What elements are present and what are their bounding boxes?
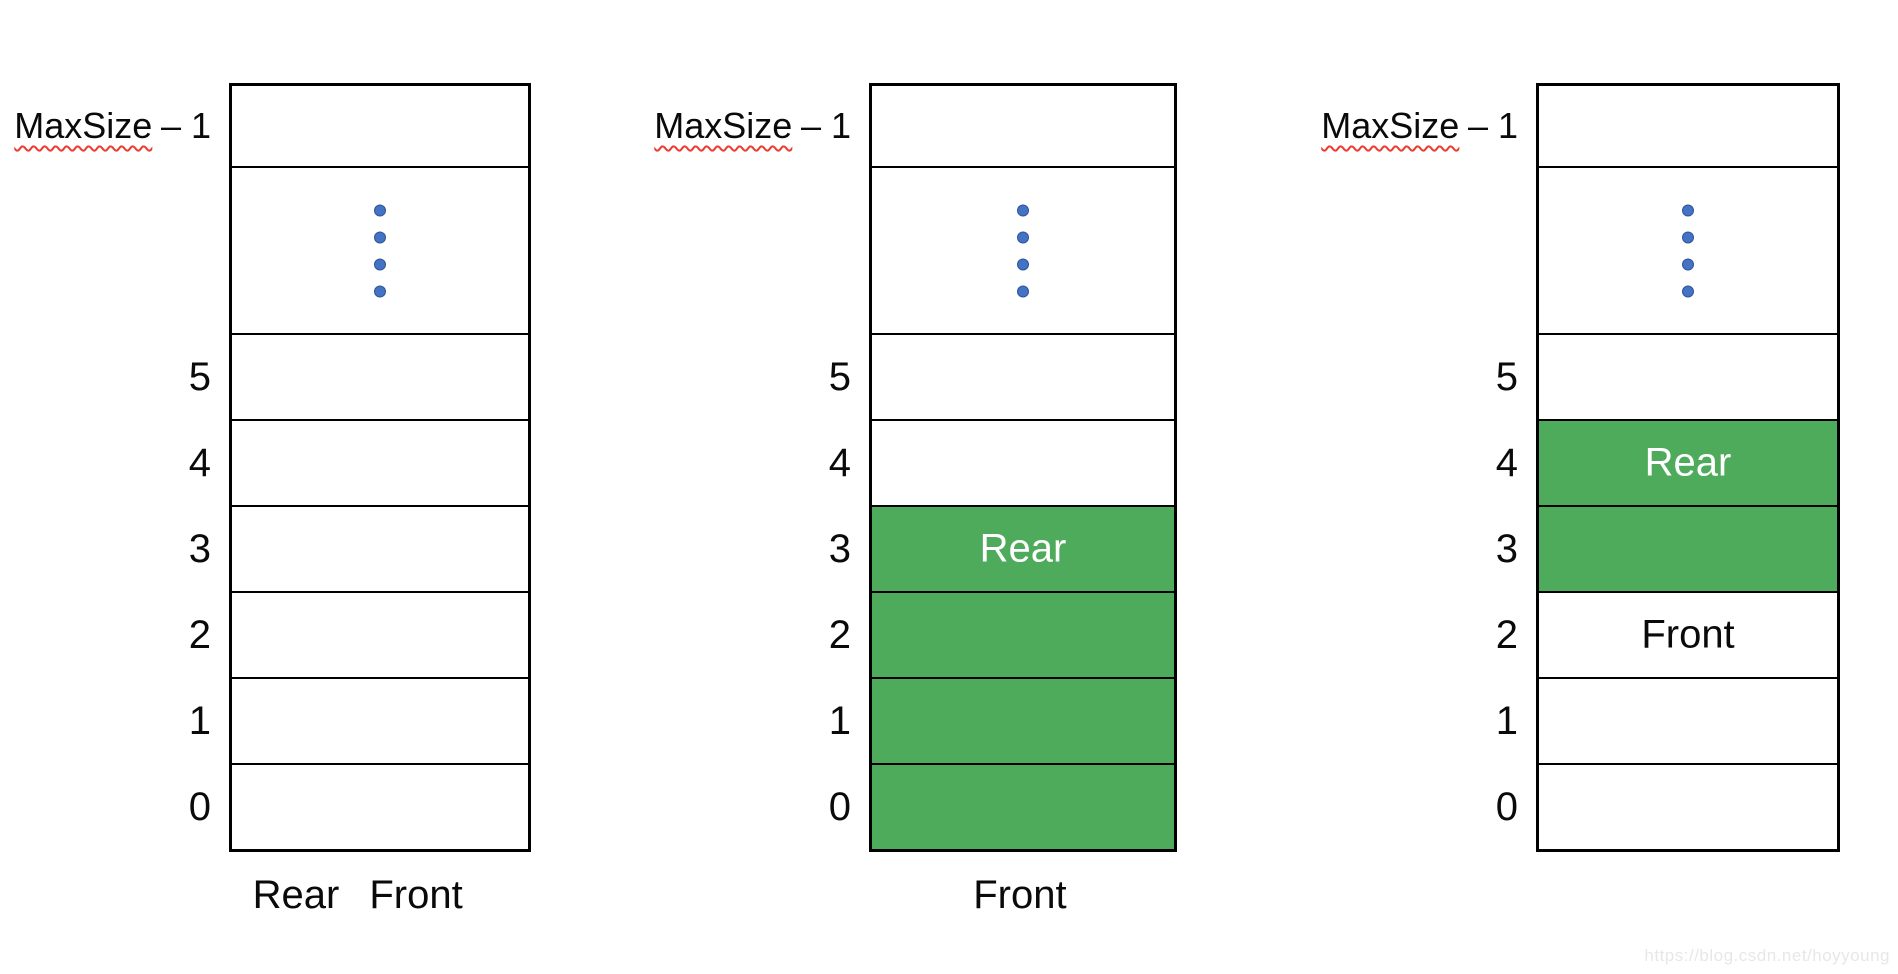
maxsize-word: MaxSize [14,105,153,147]
cell-1: 1 [189,677,528,763]
index-label-5: 5 [1495,355,1518,399]
maxsize-suffix: – 1 [160,105,211,147]
cell-maxsize: MaxSize– 1 [1321,86,1837,166]
cell-text: Front [1641,612,1735,657]
maxsize-label: MaxSize– 1 [1321,106,1518,146]
cell-5: 5 [829,333,1174,419]
index-label-2: 2 [1495,613,1518,657]
maxsize-label: MaxSize– 1 [14,106,211,146]
maxsize-suffix: – 1 [1467,105,1518,147]
cell-text: Rear [1644,440,1732,485]
cell-0: 0 [829,763,1174,849]
pointer-labels [1536,872,1840,918]
cell-2: 2 [189,591,528,677]
cell-4: 4 Rear [1496,419,1837,505]
front-pointer-label: Front [973,873,1067,917]
cell-2: 2 Front [1496,591,1837,677]
cell-1: 1 [1496,677,1837,763]
array-column: MaxSize– 1 5 4 Rear 3 2 Front 1 [1321,83,1840,852]
index-label-0: 0 [828,785,851,829]
queue-diagram-empty: MaxSize– 1 5 4 3 2 1 [14,83,531,917]
front-pointer-label: Front [369,873,463,917]
index-label-1: 1 [1495,699,1518,743]
cell-ellipsis [1539,166,1837,333]
cell-2: 2 [829,591,1174,677]
index-label-3: 3 [828,527,851,571]
pointer-labels: Front [869,872,1177,918]
cell-3: 3 [189,505,528,591]
cell-ellipsis [232,166,528,333]
index-label-2: 2 [188,613,211,657]
queue-diagram-filled: MaxSize– 1 5 4 3 Rear 2 1 [654,83,1177,917]
index-label-1: 1 [828,699,851,743]
cell-maxsize: MaxSize– 1 [654,86,1174,166]
cell-maxsize: MaxSize– 1 [14,86,528,166]
queue-diagram-dequeued: MaxSize– 1 5 4 Rear 3 2 Front 1 [1321,83,1840,852]
index-label-2: 2 [828,613,851,657]
pointer-labels: Rear Front [229,872,531,918]
array-column: MaxSize– 1 5 4 3 2 1 [14,83,531,852]
ellipsis-dots-icon [374,204,386,297]
cell-5: 5 [189,333,528,419]
cell-0: 0 [1496,763,1837,849]
cell-4: 4 [829,419,1174,505]
index-label-3: 3 [188,527,211,571]
index-label-5: 5 [188,355,211,399]
index-label-4: 4 [1495,441,1518,485]
cell-text: Rear [979,526,1067,571]
index-label-4: 4 [828,441,851,485]
index-label-1: 1 [188,699,211,743]
maxsize-suffix: – 1 [800,105,851,147]
cell-4: 4 [189,419,528,505]
array-column: MaxSize– 1 5 4 3 Rear 2 1 [654,83,1177,852]
maxsize-word: MaxSize [1321,105,1460,147]
cell-0: 0 [189,763,528,849]
index-label-3: 3 [1495,527,1518,571]
rear-pointer-label: Rear [252,873,340,917]
cell-1: 1 [829,677,1174,763]
ellipsis-dots-icon [1017,204,1029,297]
cell-ellipsis [872,166,1174,333]
index-label-5: 5 [828,355,851,399]
cell-3: 3 [1496,505,1837,591]
watermark-url: https://blog.csdn.net/hoyyoung [1644,946,1890,965]
ellipsis-dots-icon [1682,204,1694,297]
index-label-0: 0 [1495,785,1518,829]
maxsize-label: MaxSize– 1 [654,106,851,146]
cell-5: 5 [1496,333,1837,419]
maxsize-word: MaxSize [654,105,793,147]
index-label-0: 0 [188,785,211,829]
index-label-4: 4 [188,441,211,485]
cell-3: 3 Rear [829,505,1174,591]
